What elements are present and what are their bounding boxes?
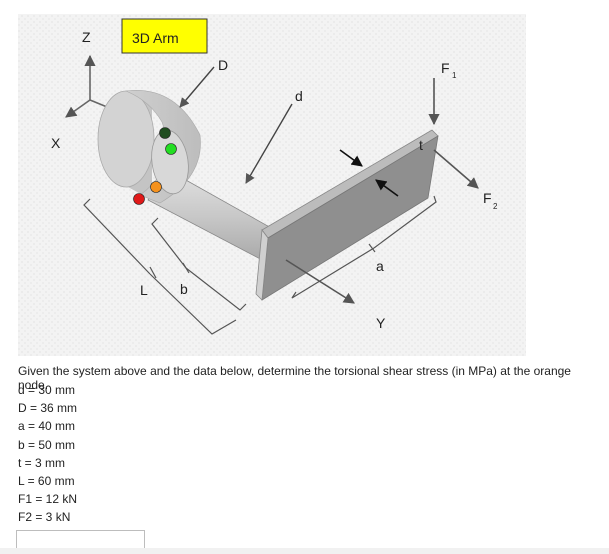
bottom-strip: [0, 548, 609, 554]
force-label-f1-sub: 1: [452, 71, 457, 80]
y-axis-label: Y: [376, 315, 386, 331]
given-b: b = 50 mm: [18, 437, 76, 452]
x-axis-label: X: [51, 135, 61, 151]
title-box-label: 3D Arm: [132, 30, 179, 46]
node-red: [133, 193, 145, 205]
node-dark-green: [159, 127, 171, 139]
node-bright-green: [165, 143, 177, 155]
dimension-lines: [83, 195, 437, 335]
force-label-f2-sub: 2: [493, 202, 498, 211]
given-t: t = 3 mm: [18, 455, 66, 470]
z-axis-label: Z: [82, 29, 91, 45]
title-box: [121, 18, 208, 54]
figure-background: [18, 14, 526, 356]
force-label-f2: F: [483, 190, 492, 206]
question-text: Given the system above and the data belo…: [18, 364, 571, 392]
dim-label-L: L: [140, 282, 148, 298]
given-F1: F1 = 12 kN: [18, 492, 78, 507]
plate: [255, 129, 439, 301]
given-F2: F2 = 3 kN: [18, 510, 71, 525]
dim-label-a: a: [376, 258, 384, 274]
answer-input[interactable]: [16, 530, 145, 553]
dim-label-t: t: [419, 137, 423, 153]
node-orange: [150, 181, 162, 193]
dim-label-d: d: [295, 88, 303, 104]
collar: [97, 90, 201, 204]
given-data-list: d = 30 mm D = 36 mm a = 40 mm b = 50 mm …: [18, 381, 77, 527]
given-L: L = 60 mm: [18, 473, 75, 488]
force-label-f1: F: [441, 60, 450, 76]
leader-lines: [179, 66, 293, 184]
dim-label-b: b: [180, 281, 188, 297]
given-d: d = 30 mm: [18, 383, 76, 397]
thickness-arrows: [339, 149, 399, 197]
dim-label-D: D: [218, 57, 228, 73]
given-D: D = 36 mm: [18, 401, 78, 416]
given-a: a = 40 mm: [18, 419, 76, 434]
